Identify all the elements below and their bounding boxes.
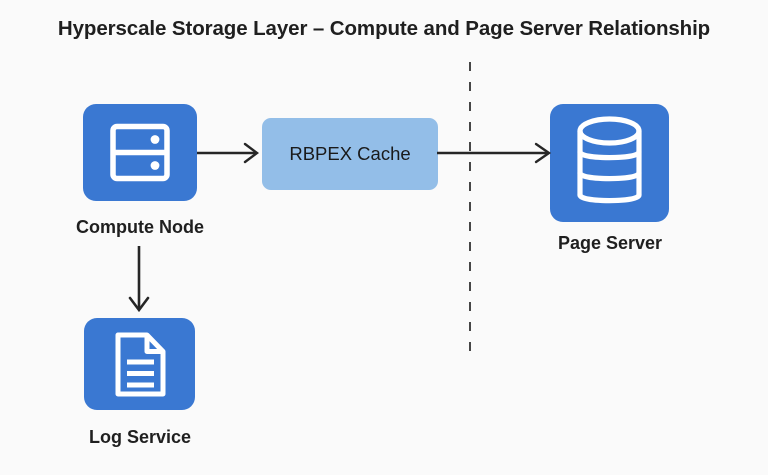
page-server-label: Page Server	[557, 233, 663, 253]
page-server-tile[interactable]	[550, 104, 669, 222]
compute-storage-boundary-divider	[458, 62, 482, 360]
arrow-compute-to-log	[119, 246, 159, 318]
database-cylinder-icon	[550, 104, 669, 222]
rbpex-cache-box[interactable]: RBPEX Cache	[262, 118, 438, 190]
compute-node-tile[interactable]	[83, 104, 197, 201]
page-title: Hyperscale Storage Layer – Compute and P…	[57, 17, 711, 40]
document-icon	[84, 318, 195, 410]
server-rack-icon	[83, 104, 197, 201]
log-service-tile[interactable]	[84, 318, 195, 410]
arrow-compute-to-cache	[197, 138, 263, 168]
rbpex-cache-label: RBPEX Cache	[289, 143, 411, 164]
log-service-label: Log Service	[88, 427, 192, 447]
arrow-cache-to-page-server	[437, 138, 555, 168]
compute-node-label: Compute Node	[76, 217, 204, 237]
